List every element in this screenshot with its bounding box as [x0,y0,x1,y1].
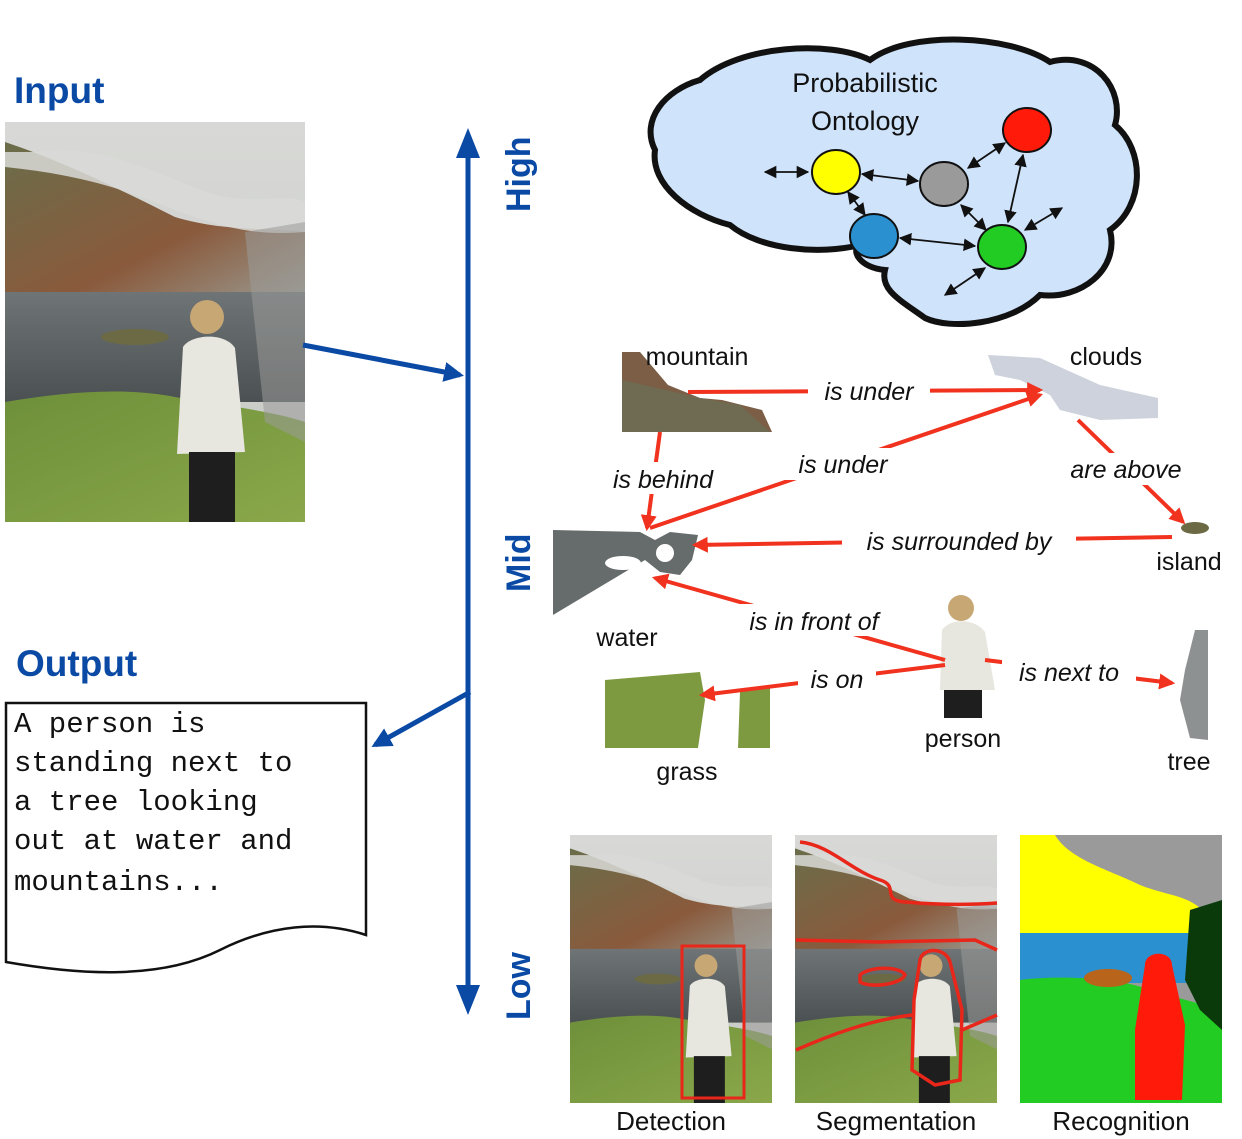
ontology-node-blue [849,213,899,259]
caption-line-4: out at water and [14,825,292,858]
object-label-island: island [1156,548,1221,576]
segment-person [940,595,995,718]
object-label-grass: grass [656,758,717,786]
relation-labels: is under is under is behind are above is… [598,375,1197,694]
axis-label-mid: Mid [500,533,538,592]
relation-label-person-water: is in front of [749,608,881,636]
ontology-edge [960,204,987,231]
ontology-title-line-1: Probabilistic [792,68,938,98]
ontology-node-gray [919,161,969,207]
relation-label-clouds-island: are above [1070,456,1181,484]
ontology-node-green [977,224,1027,270]
relation-label-person-grass: is on [811,666,864,694]
segment-clouds [988,355,1158,420]
caption-line-5: mountains... [14,866,223,899]
ontology-node-red [1002,107,1052,153]
ontology-node-yellow [811,149,861,195]
panel-label-segmentation: Segmentation [816,1106,976,1136]
segment-mountain [622,352,772,432]
detection-panel [570,835,772,1103]
ontology-title-line-2: Ontology [811,106,920,136]
output-heading: Output [16,643,137,684]
relation-label-mountain-clouds: is under [825,378,916,406]
ontology-edge [847,190,866,217]
object-label-water: water [595,624,657,652]
segment-island [1181,522,1209,534]
ontology-edge [943,267,987,296]
caption-line-3: a tree looking [14,786,258,819]
ontology-edge [966,142,1007,169]
relation-label-water-clouds: is under [799,451,890,479]
relation-label-person-tree: is next to [1019,659,1119,687]
input-heading: Input [14,70,104,111]
object-label-mountain: mountain [646,343,749,371]
recognition-panel [1020,835,1222,1103]
segment-tree [1180,630,1208,740]
caption-document: A person is standing next to a tree look… [4,701,368,974]
object-label-person: person [925,725,1001,753]
input-arrow [302,342,464,382]
relation-label-island-water: is surrounded by [867,528,1053,556]
object-label-tree: tree [1167,748,1210,776]
output-arrow [371,689,472,748]
axis-label-low: Low [500,951,538,1020]
panel-label-recognition: Recognition [1052,1106,1189,1136]
segmentation-panel [795,835,998,1103]
ontology-edge [898,232,977,252]
input-photo [5,122,305,522]
panel-label-detection: Detection [616,1106,726,1136]
detection-box [680,944,746,1100]
ontology-edge [1023,207,1064,231]
caption-line-2: standing next to [14,747,292,780]
segment-water [553,530,698,615]
caption-line-1: A person is [14,708,205,741]
axis-label-high: High [500,136,538,212]
ontology-brain: Probabilistic Ontology [647,36,1140,328]
segment-grass [605,672,770,748]
level-axis [456,128,480,1015]
relation-label-mountain-water: is behind [613,466,714,494]
ontology-edge [860,169,920,186]
object-label-clouds: clouds [1070,343,1142,371]
ontology-edge [1004,153,1027,224]
